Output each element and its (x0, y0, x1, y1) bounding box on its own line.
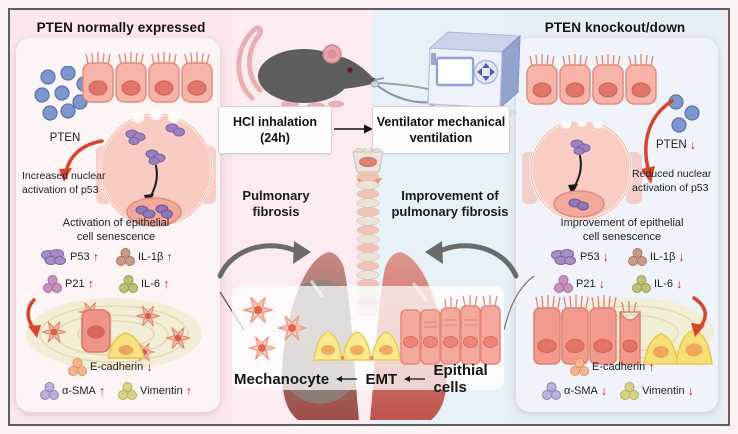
marker-ecadherin-arrow: ↓ (146, 359, 153, 374)
right-pten-label: PTEN (656, 139, 687, 151)
pten-marker-right: PTEN ↓ (656, 136, 696, 154)
marker-p53-left: P53 ↑ (40, 248, 99, 266)
vimentin-icon (620, 382, 639, 400)
marker-il6-label: IL-6 (654, 278, 673, 290)
marker-vimentin-label: Vimentin (642, 385, 685, 397)
marker-vimentin-right: Vimentin ↓ (620, 382, 694, 400)
figure-frame: PTEN normally expressed PTEN knockout/do… (8, 8, 730, 426)
right-nuclear-text: Reduced nuclear activation of p53 (632, 168, 712, 194)
mechanocyte-cells (242, 296, 307, 360)
pten-protein-cluster-right-icon (668, 94, 700, 133)
epithelial-cells-row (82, 52, 213, 103)
marker-il6-right: IL-6 ↓ (632, 275, 682, 293)
marker-il1b-left: IL-1β ↑ (116, 248, 173, 266)
left-panel-title: PTEN normally expressed (36, 20, 206, 35)
leader-line-right (503, 275, 535, 331)
il1b-cytokine-icon (116, 248, 135, 266)
p21-protein-icon (43, 275, 62, 293)
marker-p21-label: P21 (65, 278, 85, 290)
marker-ecadherin-label: E-cadherin (90, 361, 144, 373)
marker-ecadherin-label: E-cadherin (592, 361, 646, 373)
il6-cytokine-icon (119, 275, 138, 293)
marker-p53-label: P53 (70, 251, 90, 263)
mouse-illustration (236, 25, 384, 110)
ventilation-box: Ventilator mechanical ventilation (372, 106, 510, 154)
il6-cytokine-icon (632, 275, 651, 293)
p53-protein-icon (551, 248, 576, 265)
hcl-inhalation-label: HCl inhalation (24h) (232, 114, 318, 145)
marker-asma-arrow: ↓ (600, 383, 608, 398)
p21-protein-icon (554, 275, 573, 293)
left-senescence-text: Activation of epithelial cell senescence (62, 217, 170, 244)
epithelial-cells-label: Epithial cells (433, 362, 488, 396)
ventilator-machine (426, 31, 522, 118)
marker-p21-label: P21 (576, 278, 596, 290)
marker-il1b-arrow: ↑ (166, 249, 173, 264)
left-pten-label: PTEN (49, 132, 81, 144)
ventilator-tube (370, 80, 433, 104)
right-pten-arrow: ↓ (689, 137, 696, 152)
red-arrow-right-nuclear (641, 99, 674, 184)
marker-asma-arrow: ↑ (98, 383, 106, 398)
cell-nucleus-zoom-left (96, 108, 216, 228)
marker-asma-label: α-SMA (564, 385, 598, 397)
vimentin-icon (118, 382, 137, 400)
arrow-right-icon (334, 124, 373, 134)
il1b-cytokine-icon (628, 248, 647, 266)
marker-p21-left: P21 ↑ (43, 275, 94, 293)
marker-p53-arrow: ↑ (92, 249, 99, 264)
fibrosis-tissue-left (26, 298, 202, 370)
marker-p53-arrow: ↓ (602, 249, 609, 264)
mechanocyte-label: Mechanocyte (234, 370, 330, 388)
marker-vimentin-arrow: ↑ (185, 383, 192, 398)
marker-asma-left: α-SMA ↑ (40, 382, 105, 400)
marker-il1b-right: IL-1β ↓ (628, 248, 685, 266)
gray-arrow-right (425, 241, 519, 279)
pulmonary-fibrosis-label: Pulmonary fibrosis (242, 188, 310, 220)
emt-label: EMT (365, 370, 398, 388)
ecadherin-icon (68, 358, 87, 376)
p53-protein-icon (41, 248, 66, 265)
marker-vimentin-label: Vimentin (140, 385, 183, 397)
arrow-left-icon (336, 376, 357, 382)
asma-icon (542, 382, 561, 400)
marker-il1b-arrow: ↓ (678, 249, 685, 264)
epithelial-cells-row-right (526, 54, 657, 105)
hcl-inhalation-box: HCl inhalation (24h) (218, 106, 332, 154)
left-nuclear-text: Increased nuclear activation of p53 (22, 170, 106, 196)
improvement-fibrosis-label: Improvement of pulmonary fibrosis (391, 188, 509, 220)
right-senescence-text: Improvement of epithelial cell senescenc… (560, 217, 684, 244)
gray-arrow-left (217, 241, 311, 279)
right-panel-title: PTEN knockout/down (544, 20, 686, 35)
asma-icon (40, 382, 59, 400)
marker-ecadherin-left: E-cadherin ↓ (68, 358, 152, 376)
marker-p21-arrow: ↑ (87, 276, 94, 291)
emt-epithelial-cells (400, 295, 501, 365)
red-arrow-left-nuclear (59, 139, 104, 182)
arrow-left-icon (404, 376, 426, 382)
marker-p53-label: P53 (580, 251, 600, 263)
marker-asma-label: α-SMA (62, 385, 96, 397)
marker-p53-right: P53 ↓ (550, 248, 609, 266)
marker-asma-right: α-SMA ↓ (542, 382, 607, 400)
marker-p21-arrow: ↓ (598, 276, 605, 291)
restored-epithelium-right (533, 295, 714, 366)
marker-p21-right: P21 ↓ (554, 275, 605, 293)
marker-ecadherin-right: E-cadherin ↑ (570, 358, 654, 376)
ecadherin-icon (570, 358, 589, 376)
ventilation-label: Ventilator mechanical ventilation (376, 114, 506, 145)
marker-vimentin-arrow: ↓ (687, 383, 694, 398)
emt-chain-row: Mechanocyte EMT Epithial cells (234, 362, 502, 396)
marker-il6-left: IL-6 ↑ (119, 275, 169, 293)
marker-il6-arrow: ↓ (675, 276, 683, 291)
emt-transitional-cells (313, 331, 401, 361)
marker-il1b-label: IL-1β (650, 251, 676, 263)
marker-il1b-label: IL-1β (138, 251, 164, 263)
marker-vimentin-left: Vimentin ↑ (118, 382, 192, 400)
marker-ecadherin-arrow: ↑ (648, 359, 655, 374)
marker-il6-label: IL-6 (141, 278, 160, 290)
cell-nucleus-zoom-right (522, 122, 642, 222)
marker-il6-arrow: ↑ (162, 276, 170, 291)
